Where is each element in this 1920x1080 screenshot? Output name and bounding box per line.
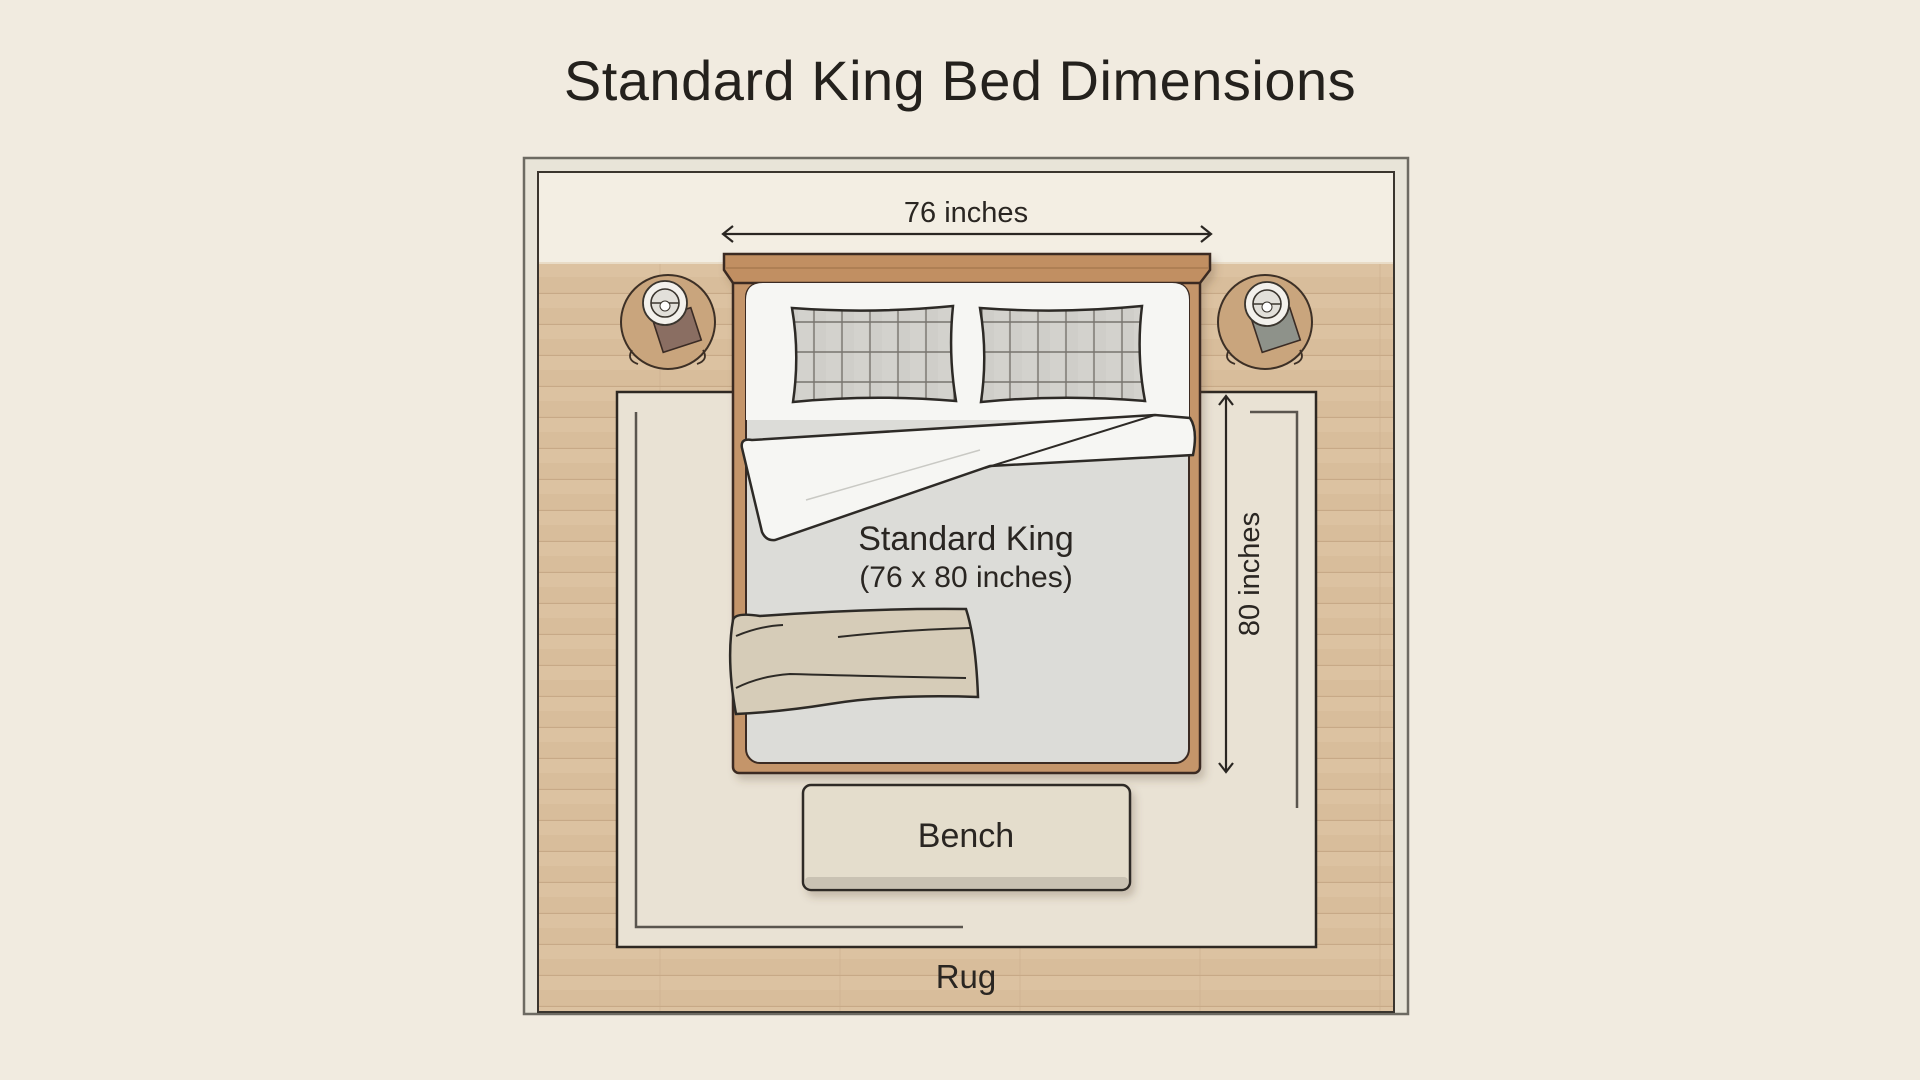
pillow-right: [978, 304, 1147, 404]
length-dimension-arrow: [1218, 394, 1234, 774]
folded-sheet: [740, 413, 1197, 542]
bench-label: Bench: [917, 817, 1015, 855]
length-dimension-label: 80 inches: [1234, 511, 1266, 637]
bed-size-label: (76 x 80 inches): [859, 561, 1073, 594]
diagram-title: Standard King Bed Dimensions: [563, 49, 1357, 112]
width-dimension-label: 76 inches: [903, 197, 1029, 229]
nightstand-left: [620, 274, 716, 370]
bed-name-label: Standard King: [858, 520, 1074, 558]
nightstand-right: [1217, 274, 1313, 370]
rug-label: Rug: [935, 958, 997, 995]
throw-blanket: [728, 607, 980, 716]
width-dimension-arrow: [721, 225, 1213, 243]
lamp-icon: [642, 280, 688, 326]
lamp-icon: [1244, 281, 1290, 327]
bench: [801, 783, 1132, 892]
pillow-left: [790, 304, 958, 404]
